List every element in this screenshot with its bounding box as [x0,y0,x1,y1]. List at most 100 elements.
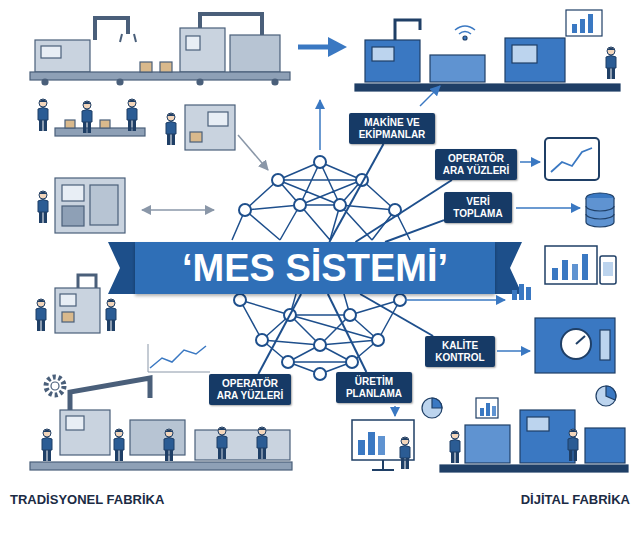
digital-machines [580,19,585,33]
digital-machines [566,10,602,36]
network-node [314,339,326,351]
network-node [234,294,246,306]
traditional-machines [185,105,235,150]
worker-figure [42,429,52,461]
traditional-machines [208,112,228,126]
network-node [314,156,326,168]
worker-figure [166,113,176,145]
callout-text: VERİ TOPLAMA [450,196,506,219]
digital-machines [526,287,531,300]
connector-line [385,220,444,242]
traditional-machines [62,185,84,201]
traditional-machines [140,62,152,72]
digital-machines [455,26,475,34]
traditional-machines [30,72,290,80]
digital-machines [586,198,614,227]
digital-machines [535,318,615,373]
connector-line [258,294,301,374]
traditional-machines [186,36,200,50]
flow-arrow [238,135,268,170]
worker-figure [400,437,410,469]
digital-machines [395,20,420,40]
connector-line [329,144,383,242]
traditional-machines [95,18,128,40]
traditional-machines [130,420,185,455]
traditional-machines [78,275,96,288]
callout-pointer [394,406,396,416]
digital-machines [588,14,593,33]
digital-machines [596,386,616,406]
traditional-machines [46,377,64,395]
worker-figure [450,431,460,463]
digital-machines [606,386,616,400]
digital-machines [378,436,385,455]
callout-text: KALİTE KONTROL [431,340,489,363]
digital-machines [551,148,592,172]
digital-machines [430,55,485,82]
traditional-machines [100,120,110,128]
network-node [282,356,294,368]
digital-machines [527,417,549,431]
network-node [394,294,406,306]
worker-figure [82,101,92,133]
traditional-machines [41,46,61,58]
digital-machines [519,284,524,300]
callout-text: ÜRETİM PLANLAMA [342,376,406,399]
network-node [272,174,284,186]
worker-figure [38,191,48,223]
digital-machines [572,24,577,33]
traditional-machines [60,410,110,455]
network-node [256,334,268,346]
digital-machines [465,425,510,463]
flow-arrow [328,37,347,57]
callout-text: OPERATÖR ARA YÜZLERİ [441,153,511,176]
digital-machines [512,45,537,63]
traditional-machines [90,185,118,225]
callout-box: OPERATÖR ARA YÜZLERİ [435,149,517,180]
mini-chart [148,344,210,372]
digital-machines [582,254,588,280]
traditional-machines [117,79,123,85]
traditional-machines [120,34,136,42]
traditional-machines [230,35,280,72]
worker-figure [36,299,46,331]
worker-figure [38,99,48,131]
traditional-machines [160,62,172,72]
digital-machines [512,290,517,300]
traditional-machines [66,416,84,430]
callout-pointer [405,299,505,301]
flow-arrow [142,37,347,210]
traditional-machines [197,79,203,85]
worker-figure [106,299,116,331]
digital-machines [432,398,442,408]
worker-figure [164,429,174,461]
network-node [346,356,358,368]
digital-machines [463,36,467,40]
mini-chart [148,344,210,372]
ribbon-tail [108,242,522,294]
traditional-machines [60,294,76,306]
callout-box: MAKİNE VE EKİPMANLAR [349,113,435,144]
connector-line [355,180,451,242]
traditional-machines [62,312,74,322]
traditional-machines [62,206,84,226]
digital-machines [505,38,565,82]
digital-machines [586,206,614,219]
callout-box: KALİTE KONTROL [425,336,495,367]
digital-machines [372,47,394,61]
connector-line [360,294,433,336]
worker-figure [217,427,227,459]
network-node [372,334,384,346]
digital-machines [486,403,490,416]
digital-machines [600,330,610,360]
worker-figure [257,427,267,459]
traditional-machines [65,120,75,128]
mini-chart [150,346,206,368]
traditional-machines [180,28,225,72]
digital-machines [562,260,568,280]
traditional-machines [200,14,262,35]
digital-machines [476,398,498,418]
flow-arrow [142,209,214,211]
section-label: TRADİSYONEL FABRİKA [10,492,164,508]
digital-machines [572,264,578,280]
